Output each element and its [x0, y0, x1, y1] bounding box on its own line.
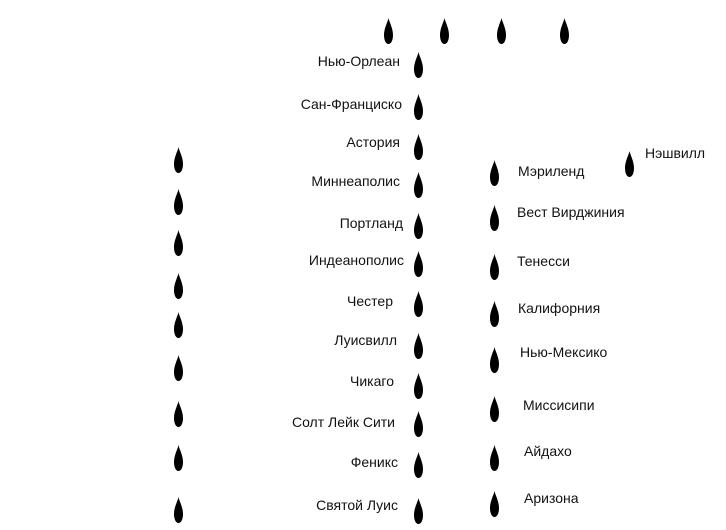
drop-marker-icon[interactable] — [384, 18, 393, 44]
drop-marker-icon[interactable] — [490, 205, 499, 231]
drop-marker-icon[interactable] — [490, 491, 499, 517]
state-label: Миссисипи — [523, 397, 595, 413]
drop-marker-icon[interactable] — [490, 160, 499, 186]
drop-marker-icon[interactable] — [414, 333, 423, 359]
drop-marker-icon[interactable] — [490, 396, 499, 422]
drop-marker-icon[interactable] — [174, 189, 183, 215]
drop-marker-icon[interactable] — [174, 497, 183, 523]
state-label: Калифорния — [518, 300, 601, 316]
state-label: Тенесси — [517, 253, 570, 269]
drop-marker-icon[interactable] — [414, 411, 423, 437]
drop-marker-icon[interactable] — [490, 254, 499, 280]
drop-marker-icon[interactable] — [174, 355, 183, 381]
city-label: Индеанополис — [308, 252, 404, 268]
drop-marker-icon[interactable] — [414, 134, 423, 160]
city-label: Святой Луис — [316, 497, 398, 513]
extra-label: Нэшвилл — [645, 145, 706, 161]
drop-marker-icon[interactable] — [414, 498, 423, 524]
city-label: Солт Лейк Сити — [291, 414, 395, 430]
drop-marker-icon[interactable] — [414, 452, 423, 478]
drop-marker-icon[interactable] — [174, 312, 183, 338]
drop-marker-icon[interactable] — [414, 291, 423, 317]
drop-marker-icon[interactable] — [174, 401, 183, 427]
drop-marker-icon[interactable] — [490, 445, 499, 471]
city-label: Честер — [347, 293, 393, 309]
drop-marker-icon[interactable] — [174, 230, 183, 256]
drop-marker-icon[interactable] — [414, 373, 423, 399]
city-label: Сан-Франциско — [300, 96, 402, 112]
city-label: Миннеаполис — [311, 173, 400, 189]
drop-marker-icon[interactable] — [174, 273, 183, 299]
city-label: Портланд — [339, 215, 403, 231]
city-label: Чикаго — [350, 373, 394, 389]
state-label: Айдахо — [524, 443, 572, 459]
state-label: Нью-Мексико — [520, 344, 608, 360]
drop-marker-icon[interactable] — [414, 251, 423, 277]
drop-marker-icon[interactable] — [490, 347, 499, 373]
drop-marker-icon[interactable] — [625, 151, 634, 177]
city-label: Луисвилл — [334, 332, 397, 348]
drop-marker-icon[interactable] — [497, 18, 506, 44]
city-label: Нью-Орлеан — [317, 53, 400, 69]
city-label: Феникс — [350, 454, 398, 470]
drop-marker-icon[interactable] — [560, 18, 569, 44]
city-label: Астория — [346, 134, 400, 150]
state-label: Аризона — [524, 490, 579, 506]
drop-marker-icon[interactable] — [490, 301, 499, 327]
drop-marker-icon[interactable] — [414, 52, 423, 78]
state-label: Вест Вирджиния — [517, 204, 625, 220]
drop-marker-icon[interactable] — [174, 445, 183, 471]
drop-marker-icon[interactable] — [414, 213, 423, 239]
drop-marker-icon[interactable] — [414, 94, 423, 120]
drop-marker-icon[interactable] — [440, 18, 449, 44]
drop-marker-icon[interactable] — [414, 172, 423, 198]
drop-marker-icon[interactable] — [174, 147, 183, 173]
state-label: Мэриленд — [518, 163, 585, 179]
